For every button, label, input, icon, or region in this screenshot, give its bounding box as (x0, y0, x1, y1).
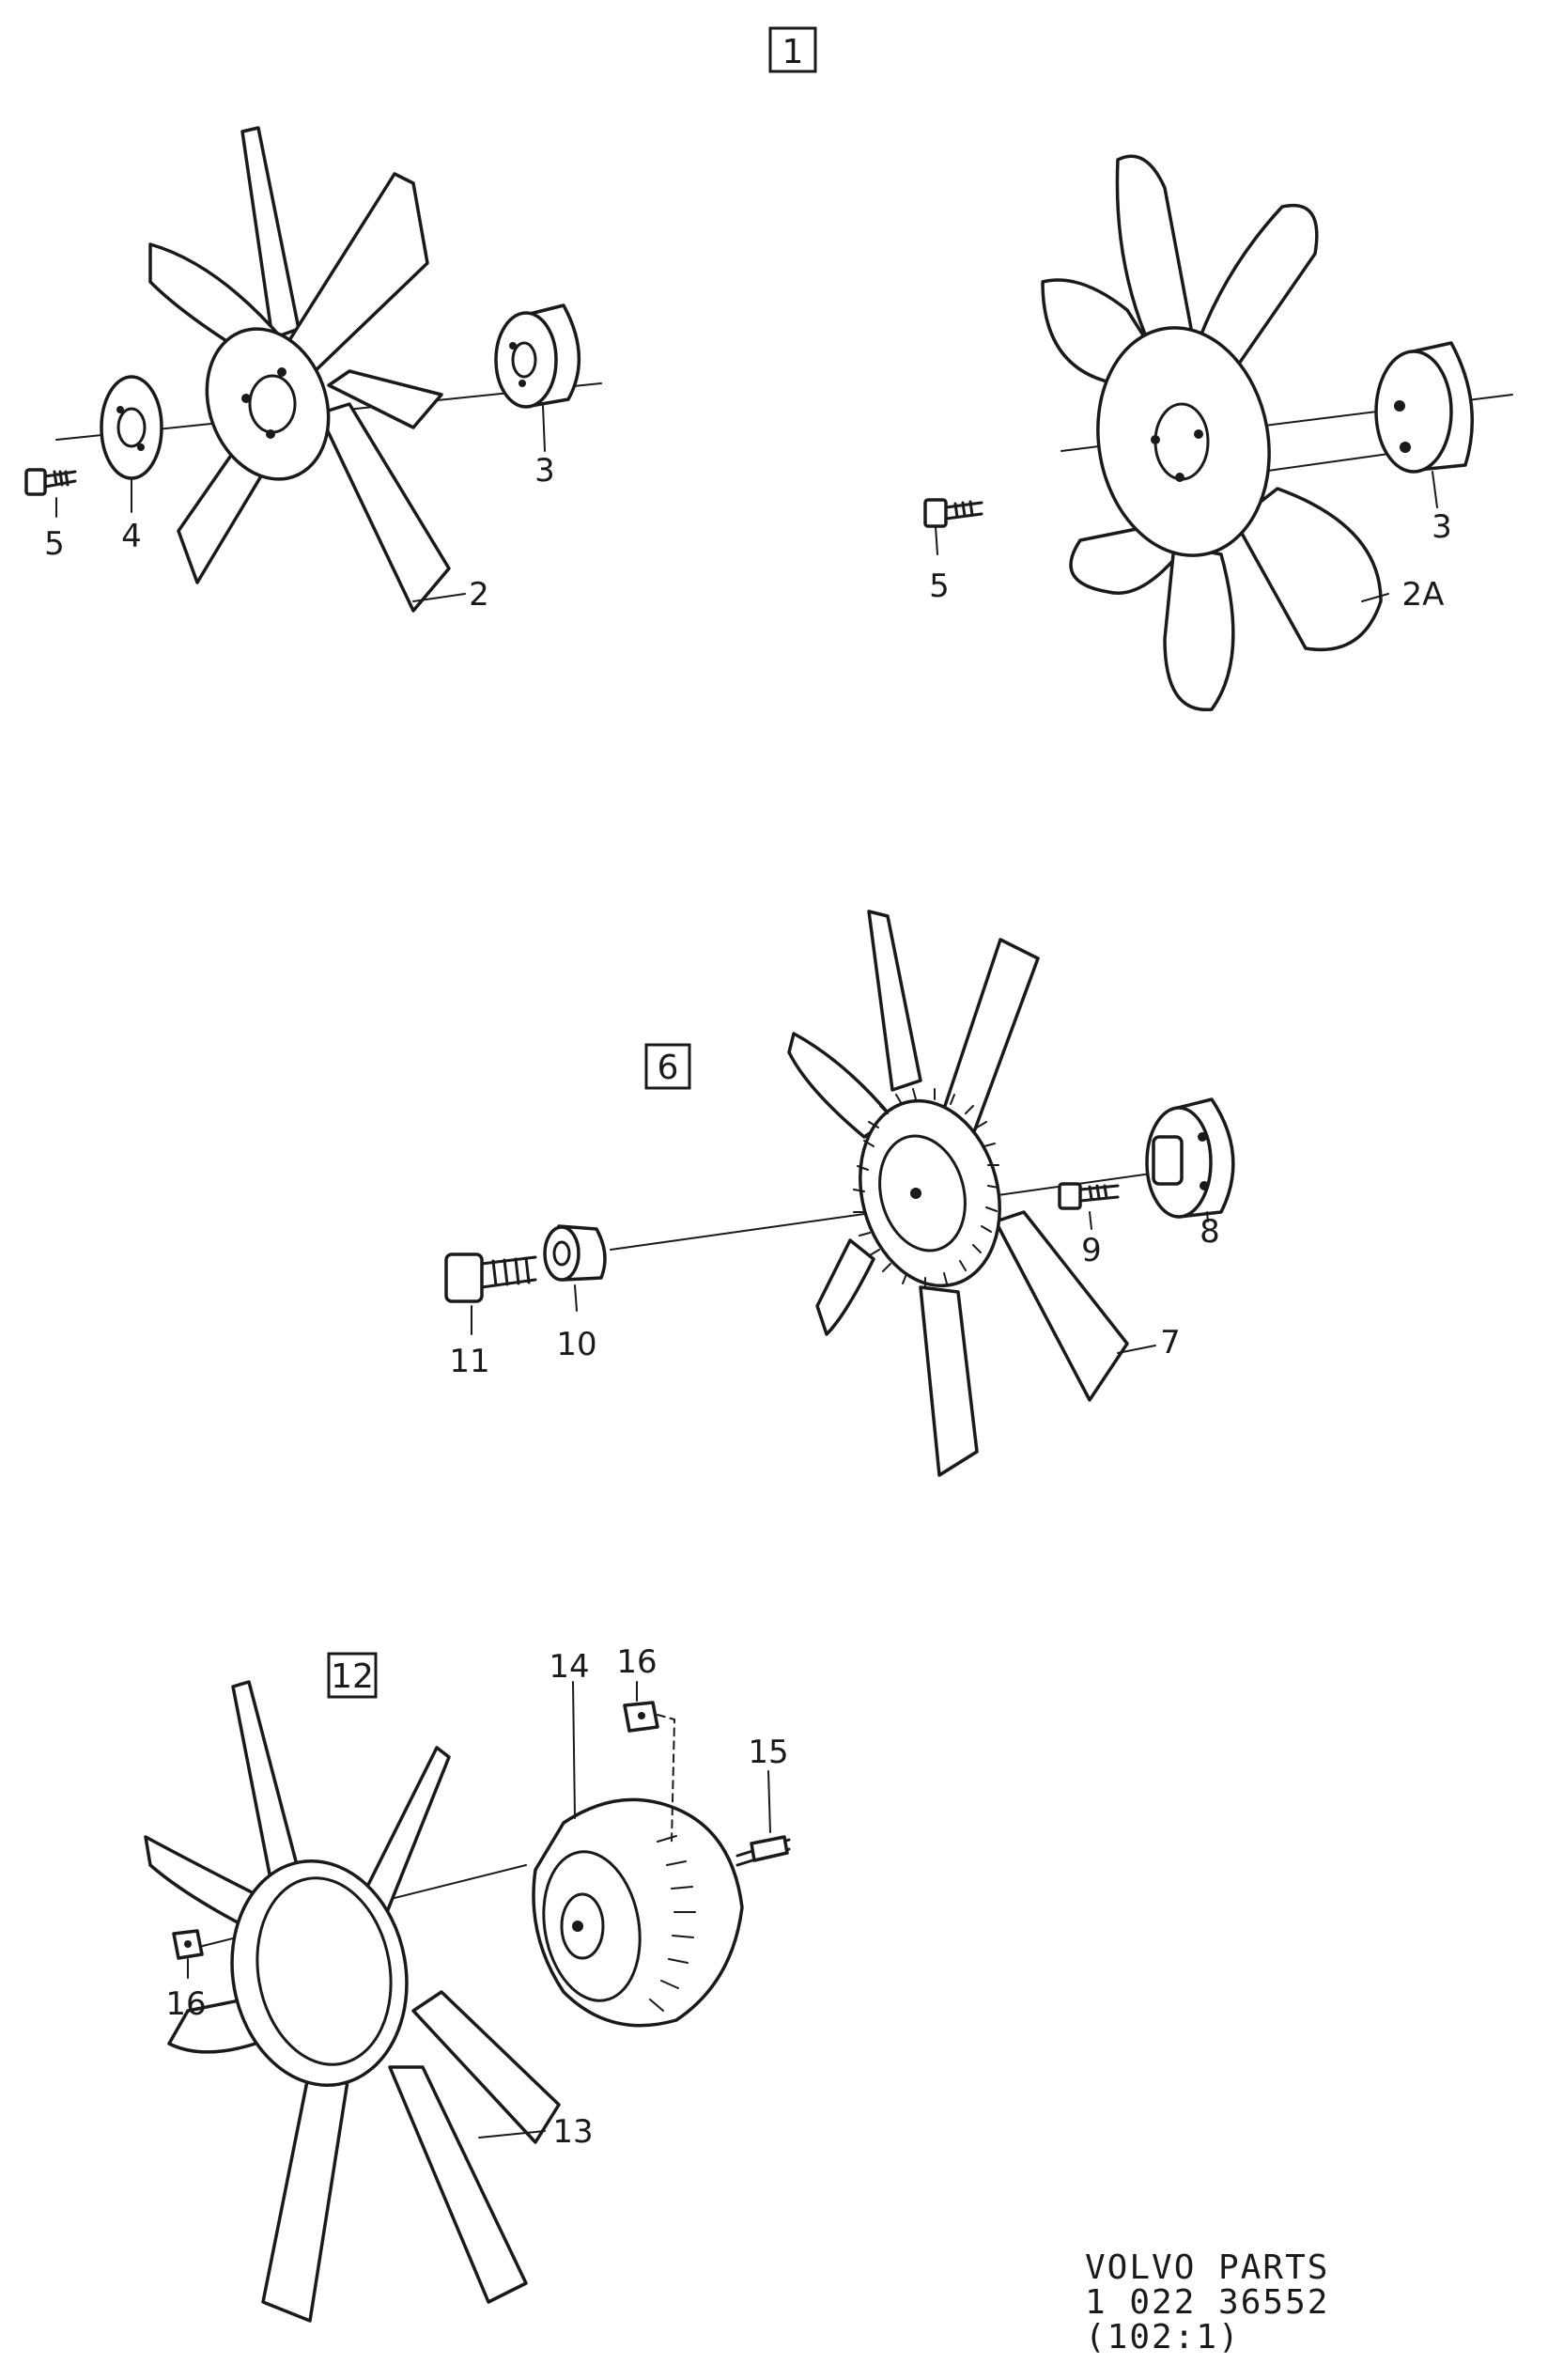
callout-16-left: 16 (165, 1985, 206, 2023)
fan-7-blade (815, 1238, 875, 1336)
callout-3: 3 (534, 452, 555, 490)
fan-13-blade (411, 1990, 561, 2144)
fan-7-assembly (610, 910, 1213, 1477)
nut-16-left (172, 1929, 204, 1960)
spacer-10 (543, 1224, 607, 1282)
callout-2A: 2A (1402, 576, 1445, 614)
fan-7-viscous-hub (859, 1098, 1001, 1288)
footer-reference: VOLVO PARTS 1 022 36552 (102:1) (1085, 2248, 1329, 2357)
spacer-3 (494, 303, 581, 409)
fan-7-blade (919, 1285, 979, 1477)
group-12-marker: 12 (327, 1652, 378, 1699)
group-1-marker: 1 (768, 26, 817, 73)
callout-7: 7 (1160, 1324, 1181, 1361)
fan-2-blade (327, 369, 443, 429)
callout-14: 14 (549, 1648, 589, 1686)
callout-9: 9 (1081, 1232, 1102, 1269)
bolt-5 (24, 468, 77, 496)
fan-2-blade (317, 402, 451, 613)
fan-7-blade (937, 938, 1040, 1139)
callout-11: 11 (449, 1343, 489, 1380)
group-1-label: 1 (782, 33, 804, 71)
fan-13-blade (231, 1680, 302, 1890)
fan-13-blade (388, 2065, 528, 2304)
nut-16-top (623, 1701, 676, 1843)
callout-5: 5 (44, 525, 65, 563)
fan-2-blade (280, 172, 429, 378)
bolt-5-right (923, 498, 983, 528)
spacer-3-right (1374, 341, 1474, 474)
fan-2A-assembly (1041, 154, 1513, 711)
fan-2A-blade (1163, 543, 1235, 711)
fan-13-assembly (144, 1680, 561, 2323)
footer-line-1: VOLVO PARTS (1085, 2248, 1329, 2287)
bolt-9 (1058, 1182, 1120, 1210)
fan-7-blade (787, 1032, 894, 1139)
group-6-marker: 6 (644, 1043, 691, 1090)
bolt-11 (444, 1252, 537, 1303)
callout-4: 4 (121, 518, 142, 555)
fan-2-hub (205, 327, 331, 481)
callout-5-right: 5 (929, 568, 950, 605)
viscous-coupling-14 (532, 1797, 744, 2028)
footer-line-2: 1 022 36552 (1085, 2283, 1329, 2322)
callout-16-top: 16 (616, 1643, 657, 1681)
callout-10: 10 (556, 1326, 596, 1363)
callout-13: 13 (552, 2113, 593, 2151)
footer-line-3: (102:1) (1085, 2318, 1241, 2357)
group-6-label: 6 (658, 1049, 679, 1087)
callout-15: 15 (748, 1734, 788, 1771)
fan-7-blade (994, 1210, 1129, 1402)
fan-2A-hub (1096, 326, 1271, 557)
callout-3-right: 3 (1432, 508, 1452, 546)
group-12-label: 12 (331, 1657, 374, 1696)
hub-8 (1145, 1097, 1235, 1219)
fan-7-blade (867, 910, 922, 1092)
stud-15 (735, 1835, 791, 1867)
callout-8: 8 (1200, 1213, 1220, 1251)
callout-2: 2 (469, 576, 489, 614)
fan-13-blade (261, 2065, 349, 2323)
flange-4 (100, 375, 163, 480)
